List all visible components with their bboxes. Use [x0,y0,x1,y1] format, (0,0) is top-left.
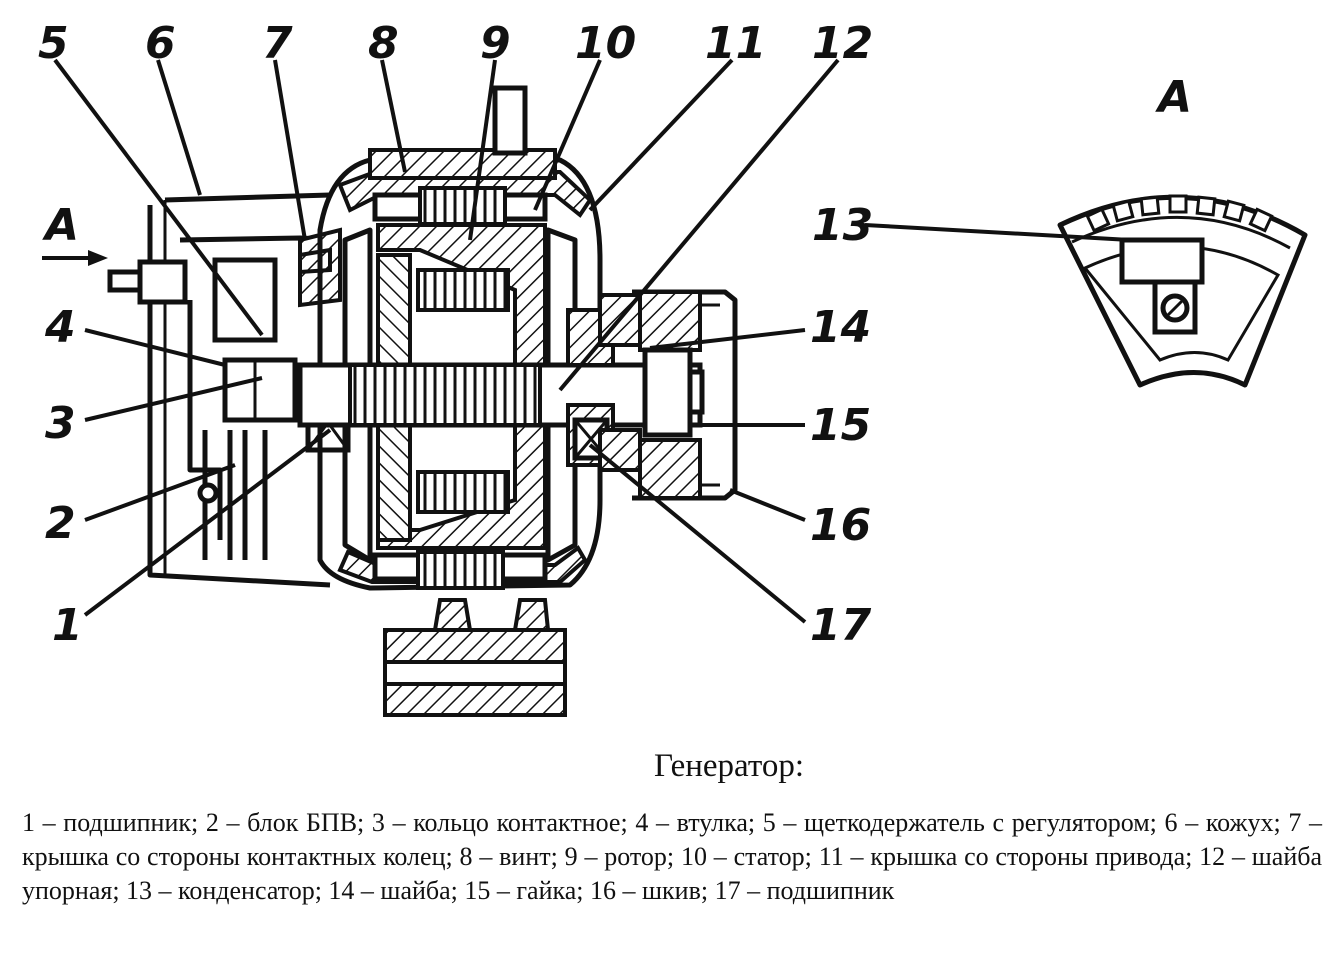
part-label-16: 16 [810,500,871,551]
rotor [376,223,547,367]
part-label-2: 2 [45,498,76,549]
part-label-13: 13 [812,200,873,251]
slip-ring [222,357,298,423]
detail-view-a: A [1057,72,1308,388]
pulley [632,289,738,501]
part-label-8: 8 [368,18,399,69]
part-label-14: 14 [810,302,871,353]
part-label-5: 5 [38,18,69,69]
part-label-15: 15 [810,400,871,451]
part-label-10: 10 [575,18,636,69]
caption-title: Генератор: [654,748,804,784]
capacitor [1119,237,1205,285]
brush-holder [212,257,278,343]
part-number-labels: 5 6 7 8 9 10 11 12 13 4 3 2 1 14 15 16 1… [38,18,873,651]
leader-lines [53,58,1131,624]
generator-section-view [107,85,738,717]
part-label-7: 7 [262,18,293,69]
part-label-4: 4 [44,302,76,353]
caption-legend: 1 – подшипник; 2 – блок БПВ; 3 – кольцо … [22,808,1322,905]
housing [317,157,603,591]
view-label-detail: A [1155,72,1192,123]
part-label-6: 6 [145,18,176,69]
part-label-12: 12 [812,18,873,69]
nut [642,347,693,438]
part-label-17: 17 [810,600,872,651]
cover-casing [147,192,331,588]
part-label-11: 11 [705,18,766,69]
part-label-3: 3 [45,398,76,449]
view-label-main: A [42,200,79,251]
part-label-1: 1 [52,600,83,651]
part-label-9: 9 [480,18,511,69]
